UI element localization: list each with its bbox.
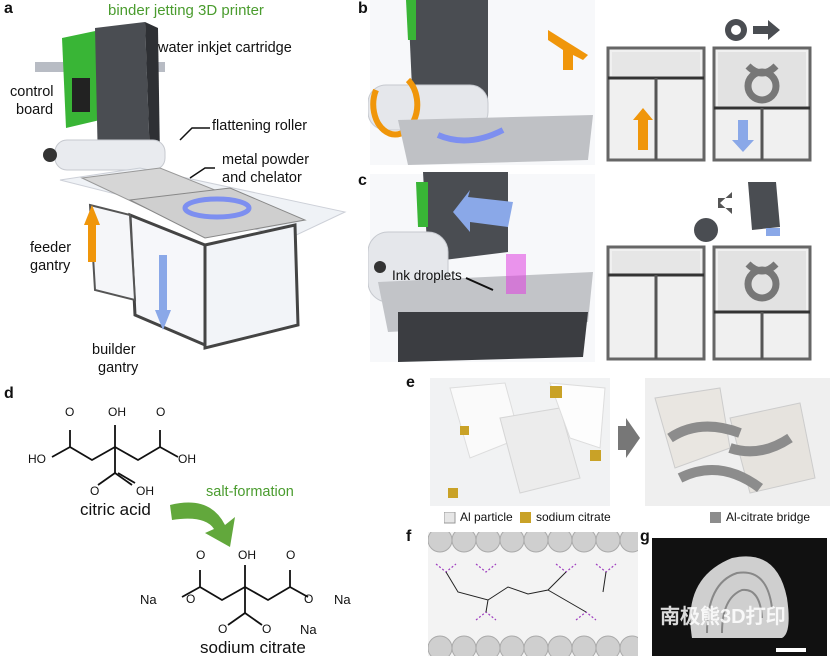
powder-label-2: and chelator: [222, 170, 302, 186]
builder-label-1: builder: [92, 342, 136, 358]
d-o-9: O: [262, 622, 272, 636]
panel-d-structures: [51, 425, 309, 626]
d-oh-4: OH: [238, 548, 256, 562]
panel-label-e: e: [406, 374, 415, 391]
roller-label: flattening roller: [212, 118, 308, 134]
legend-bridge-label: Al-citrate bridge: [726, 510, 811, 524]
d-o-6: O: [186, 592, 196, 606]
cartridge-label: water inkjet cartridge: [158, 40, 292, 56]
d-o-7: O: [304, 592, 314, 606]
panel-c-illustration: [368, 172, 812, 362]
legend-bridge-swatch: [710, 512, 721, 523]
citric-acid-label: citric acid: [80, 500, 151, 519]
d-o-4: O: [196, 548, 206, 562]
panel-label-c: c: [358, 172, 367, 189]
d-o-1: O: [65, 405, 75, 419]
d-oh-1: OH: [108, 405, 126, 419]
feeder-label-1: feeder: [30, 240, 72, 256]
panel-b-illustration: [368, 0, 812, 165]
d-o-5: O: [286, 548, 296, 562]
panel-e-illustration: [430, 378, 830, 506]
panel-label-f: f: [406, 528, 412, 545]
ink-droplets-label: Ink droplets: [392, 268, 462, 283]
legend-al-label: Al particle: [460, 510, 513, 524]
panel-label-a: a: [4, 0, 13, 17]
printer-title: binder jetting 3D printer: [108, 2, 264, 19]
d-na-2: Na: [334, 592, 351, 607]
legend-sc-label: sodium citrate: [536, 510, 611, 524]
d-na-3: Na: [300, 622, 317, 637]
d-ho-1: HO: [28, 452, 46, 466]
legend-sc-swatch: [520, 512, 531, 523]
d-na-1: Na: [140, 592, 157, 607]
salt-formation-label: salt-formation: [206, 484, 294, 500]
sodium-citrate-label: sodium citrate: [200, 638, 306, 657]
panel-a-illustration: [35, 22, 347, 350]
legend-al-swatch: [444, 512, 456, 524]
d-oh-2: OH: [178, 452, 196, 466]
panel-f-illustration: [428, 532, 638, 656]
d-o-3: O: [90, 484, 100, 498]
watermark-text: 南极熊3D打印: [660, 606, 786, 628]
feeder-label-2: gantry: [30, 258, 71, 274]
panel-g-photo: [652, 538, 827, 656]
d-oh-3: OH: [136, 484, 154, 498]
control-board-label-1: control: [10, 84, 54, 100]
builder-label-2: gantry: [98, 360, 139, 376]
d-o-8: O: [218, 622, 228, 636]
d-o-2: O: [156, 405, 166, 419]
panel-label-g: g: [640, 528, 650, 545]
powder-label-1: metal powder: [222, 152, 310, 168]
control-board-label-2: board: [16, 102, 54, 118]
panel-label-b: b: [358, 0, 368, 17]
panel-label-d: d: [4, 385, 14, 402]
